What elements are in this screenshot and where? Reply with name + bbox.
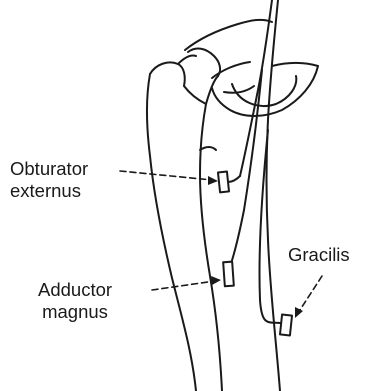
pelvis-outline [185, 20, 318, 116]
adductor-magnus-label-line-1: Adductor [38, 279, 112, 301]
adductor-magnus-leader [152, 281, 215, 290]
obturator-externus-leader [120, 171, 212, 180]
obturator-externus-label-line-2: externus [10, 180, 88, 202]
adductor-magnus-marker [223, 262, 234, 287]
gracilis-marker [280, 315, 292, 336]
femur-outline [147, 49, 222, 391]
adductor-magnus-arrowhead [211, 276, 221, 285]
obturator-externus-label: Obturator externus [10, 158, 88, 202]
obturator-externus-arrowhead [208, 176, 218, 185]
gracilis-leader [298, 276, 322, 313]
gracilis-arrowhead [295, 307, 303, 318]
obturator-externus-marker [218, 172, 229, 193]
adductor-magnus-label: Adductor magnus [38, 279, 112, 323]
gracilis-label-text: Gracilis [288, 244, 350, 266]
adductor-magnus-label-line-2: magnus [38, 301, 112, 323]
gracilis-label: Gracilis [288, 244, 350, 266]
obturator-externus-label-line-1: Obturator [10, 158, 88, 180]
obturator-nerve [228, 0, 286, 391]
